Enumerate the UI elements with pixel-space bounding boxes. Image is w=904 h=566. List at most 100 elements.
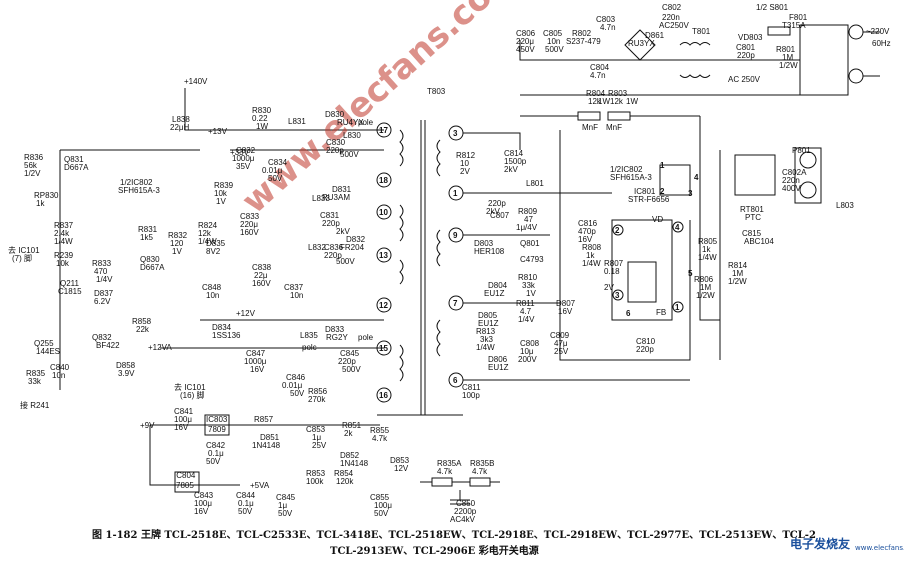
label-c844-v1: 0.1μ: [238, 499, 254, 508]
label-c836-v1: 220p: [324, 251, 342, 260]
label-d804: D804: [488, 281, 508, 290]
label-c806-v1: 220μ: [516, 37, 534, 46]
label-c801: C801: [736, 43, 756, 52]
label-ic804-v: 7805: [176, 481, 194, 490]
s801-box: [799, 24, 849, 96]
label-r830-v1: 0.22: [252, 114, 268, 123]
label-fb: FB: [656, 308, 666, 317]
label-c810-v: 220p: [636, 345, 654, 354]
label-ic803-v: 7809: [208, 425, 226, 434]
label-q211-v: C1815: [58, 287, 82, 296]
label-c809-v1: 47μ: [554, 339, 568, 348]
caption-line-2: TCL-2913EW、TCL-2906E 彩电开关电源: [330, 544, 539, 557]
pin-number-op1: 1: [660, 161, 665, 170]
label-c841: C841: [174, 407, 194, 416]
label-c831: C831: [320, 211, 340, 220]
label-d853: D853: [390, 456, 410, 465]
label-c833-v2: 160V: [240, 228, 259, 237]
label-c855-v1: 100μ: [374, 501, 392, 510]
label-c830-v1: 220p: [326, 146, 344, 155]
label-c847-v1: 1000μ: [244, 357, 267, 366]
watermark-text: www.elecfans.com: [234, 0, 526, 222]
label-c832-v2: 35V: [236, 162, 251, 171]
label-ptc: PTC: [745, 213, 761, 222]
label-r835a-v: 4.7k: [437, 467, 453, 476]
label-c845-v2: 500V: [342, 365, 361, 374]
label-r814-v1: 1M: [732, 269, 743, 278]
label-c811: C811: [462, 383, 481, 392]
pin-number-ic6: 6: [626, 309, 631, 318]
rt801-box: [734, 154, 776, 196]
r803-body: [607, 111, 631, 121]
label-d830-v: RU4YX: [337, 118, 364, 127]
label-d832: D832: [346, 235, 366, 244]
pin-circle-10: [376, 204, 392, 220]
label-r854: R854: [334, 469, 354, 478]
label-r855: R855: [370, 426, 390, 435]
ic801-box: [611, 219, 673, 321]
pin-number-ic4: 4: [675, 223, 680, 232]
label-c834-v2: 50V: [268, 174, 283, 183]
label-r839: R839: [214, 181, 234, 190]
label-c831-v1: 220p: [322, 219, 340, 228]
label-c808-v1: 10μ: [520, 347, 534, 356]
label-v1w2: 1W: [626, 97, 638, 106]
label-r836-v2: 1/2V: [24, 169, 41, 178]
pin-number-t7: 7: [453, 299, 458, 308]
pin-number-ic1: 1: [675, 303, 680, 312]
label-r835a: R835A: [437, 459, 462, 468]
label-d861: D861: [645, 31, 665, 40]
label-d853-v: 12V: [394, 464, 409, 473]
label-r853-v: 100k: [306, 477, 324, 486]
label-s801: 1/2 S801: [756, 3, 789, 12]
label-ac-freq: 60Hz: [872, 39, 891, 48]
label-q801-v: C4793: [520, 255, 544, 264]
coil-p2: [436, 229, 441, 267]
label-c832-v1: 1000μ: [232, 154, 255, 163]
label-c804: C804: [590, 63, 610, 72]
label-r835-v: 33k: [28, 377, 42, 386]
label-c801-v2: AC 250V: [728, 75, 761, 84]
r835b-body: [469, 477, 491, 487]
label-c804-v: 4.7n: [590, 71, 606, 80]
logo-url: www.elecfans.com: [855, 544, 904, 552]
label-r811-v1: 4.7: [520, 307, 532, 316]
label-r835b-v: 4.7k: [472, 467, 488, 476]
label-c850-v2: AC4kV: [450, 515, 476, 524]
label-ic801: IC801: [634, 187, 656, 196]
label-r856-v: 270k: [308, 395, 326, 404]
label-r814: R814: [728, 261, 748, 270]
label-ac-in: ~220V: [866, 27, 890, 36]
label-r806-v2: 1/2W: [696, 291, 715, 300]
label-r811: R811: [516, 299, 535, 308]
label-c850-v1: 2200p: [454, 507, 477, 516]
wire-140v: [184, 88, 384, 131]
label-plus5: +5VA: [250, 481, 270, 490]
label-plus9: +9V: [140, 421, 155, 430]
label-l835: L835: [300, 331, 318, 340]
label-c840-v: 10n: [52, 371, 65, 380]
label-r809: R809: [518, 207, 538, 216]
pin-number-t12: 12: [379, 301, 388, 310]
label-r851-v: 2k: [344, 429, 353, 438]
label-c853: C853: [306, 425, 326, 434]
label-ic802b: 1/2IC802: [610, 165, 643, 174]
label-c814-v1: 1500p: [504, 157, 527, 166]
ac-terminal-L: [848, 24, 864, 40]
ic801-pin4: [672, 221, 684, 233]
label-vd: VD: [652, 215, 663, 224]
label-r810-v1: 33k: [522, 281, 536, 290]
label-rp830-v: 1k: [36, 199, 45, 208]
label-r805-v2: 1/4W: [698, 253, 717, 262]
label-c848-v: 10n: [206, 291, 219, 300]
wire-5v: [149, 425, 240, 486]
label-r832: R832: [168, 231, 188, 240]
label-r802: R802: [572, 29, 592, 38]
ac-terminal-N: [848, 68, 864, 84]
label-c814: C814: [504, 149, 524, 158]
label-r239: R239: [54, 251, 74, 260]
pin-number-t1: 1: [453, 189, 458, 198]
label-c802-v2: AC250V: [659, 21, 689, 30]
label-c842-v2: 50V: [206, 457, 221, 466]
